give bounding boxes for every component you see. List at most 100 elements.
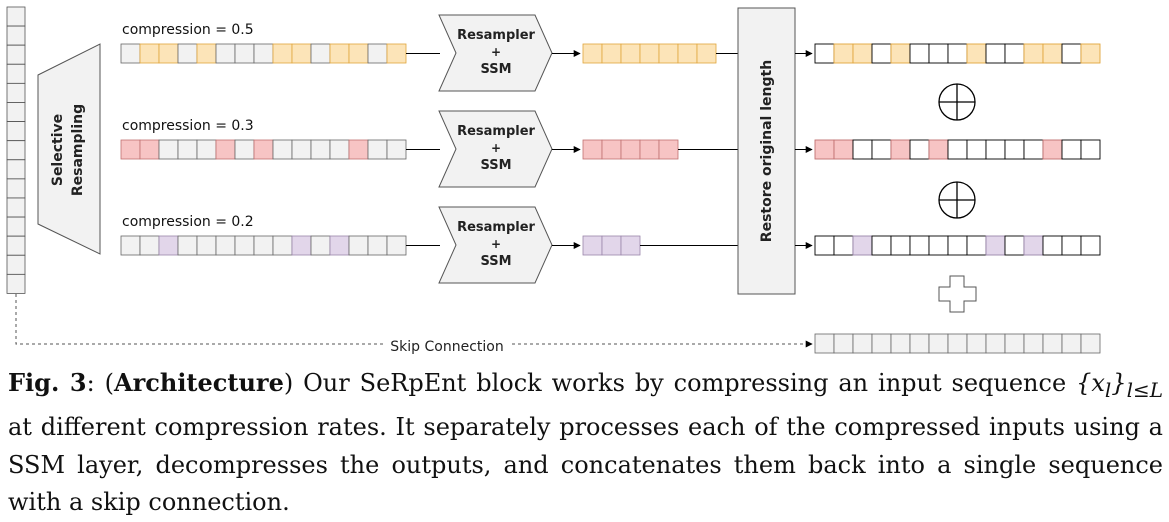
compressed-cell	[658, 139, 679, 160]
sequence-cell	[272, 235, 293, 256]
compression-label: compression = 0.2	[122, 214, 254, 230]
sequence-cell	[310, 139, 331, 160]
sequence-cell	[215, 139, 236, 160]
input-sequence-column	[6, 6, 26, 294]
input-cell	[6, 197, 26, 218]
sequence-cell	[253, 43, 274, 64]
skip-cell	[1042, 333, 1063, 354]
compressed-cell	[696, 43, 717, 64]
output-cell	[852, 43, 873, 64]
output-cell	[1023, 139, 1044, 160]
output-cell	[1004, 139, 1025, 160]
compressed-cell	[620, 43, 641, 64]
input-cell	[6, 6, 26, 27]
skip-cell	[909, 333, 930, 354]
resampler-plus: +	[491, 141, 501, 155]
caption-math: {xl}l≤L	[1076, 369, 1163, 402]
output-cell	[833, 235, 854, 256]
sequence-cell	[253, 139, 274, 160]
output-cell	[890, 139, 911, 160]
sequence-cell	[158, 43, 179, 64]
output-cell	[1023, 235, 1044, 256]
compressed-cell	[582, 139, 603, 160]
output-cell	[985, 235, 1006, 256]
selective-resampling-block: Selective Resampling	[37, 43, 101, 255]
compressed-cell	[639, 139, 660, 160]
output-cell	[1004, 43, 1025, 64]
output-cell	[1080, 235, 1101, 256]
output-cell	[871, 235, 892, 256]
output-cell	[1042, 235, 1063, 256]
compressed-cell	[601, 43, 622, 64]
oplus-symbol-2	[938, 181, 976, 219]
input-cell	[6, 254, 26, 275]
output-cell	[852, 139, 873, 160]
skip-cell	[871, 333, 892, 354]
output-cell	[909, 43, 930, 64]
skip-cell	[1023, 333, 1044, 354]
figure-number: Fig. 3	[8, 368, 87, 397]
sequence-cell	[177, 43, 198, 64]
output-cell	[1061, 43, 1082, 64]
sequence-cell	[348, 43, 369, 64]
sequence-cell	[215, 235, 236, 256]
sequence-cell	[291, 235, 312, 256]
sequence-cell	[386, 235, 407, 256]
input-cell	[6, 235, 26, 256]
ssm-label: SSM	[480, 158, 511, 173]
sequence-cell	[253, 235, 274, 256]
skip-cell	[1004, 333, 1025, 354]
restore-length-block: Restore original length	[737, 7, 796, 295]
ssm-label: SSM	[480, 62, 511, 77]
input-cell	[6, 25, 26, 46]
skip-cell	[890, 333, 911, 354]
resampling-label-line2: Resampling	[70, 104, 86, 196]
skip-connection: Skip Connection	[15, 294, 813, 355]
output-cell	[928, 43, 949, 64]
output-cell	[966, 235, 987, 256]
oplus-symbol-1	[938, 83, 976, 121]
compressed-cell	[620, 235, 641, 256]
sequence-cell	[234, 235, 255, 256]
skip-cell	[814, 333, 835, 354]
input-cell	[6, 178, 26, 199]
output-cell	[871, 139, 892, 160]
output-cell	[947, 43, 968, 64]
skip-cell	[966, 333, 987, 354]
output-row-2	[795, 139, 1101, 160]
output-cell	[985, 43, 1006, 64]
skip-connection-label: Skip Connection	[390, 339, 503, 355]
output-row-3	[795, 235, 1101, 256]
caption-colon: : (	[86, 369, 114, 397]
sequence-cell	[177, 139, 198, 160]
sequence-cell	[367, 235, 388, 256]
compressed-cell	[582, 235, 603, 256]
resampler-label: Resampler	[457, 220, 535, 235]
output-cell	[947, 139, 968, 160]
sequence-cell	[386, 43, 407, 64]
output-cell	[928, 235, 949, 256]
caption-bold-word: Architecture	[113, 368, 284, 397]
input-cell	[6, 83, 26, 103]
sequence-cell	[120, 139, 141, 160]
input-cell	[6, 140, 26, 161]
sequence-cell	[139, 235, 160, 256]
sequence-cell	[158, 235, 179, 256]
skip-cell	[852, 333, 873, 354]
sequence-cell	[386, 139, 407, 160]
sequence-cell	[348, 139, 369, 160]
sequence-cell	[272, 43, 293, 64]
sequence-cell	[158, 139, 179, 160]
skip-cell	[833, 333, 854, 354]
restore-label: Restore original length	[759, 60, 775, 242]
input-cell	[6, 216, 26, 237]
sequence-cell	[367, 43, 388, 64]
sequence-cell	[329, 139, 350, 160]
output-cell	[1061, 235, 1082, 256]
output-cell	[871, 43, 892, 64]
caption-text-2: at different compression rates. It separ…	[8, 413, 1163, 517]
sequence-cell	[120, 235, 141, 256]
